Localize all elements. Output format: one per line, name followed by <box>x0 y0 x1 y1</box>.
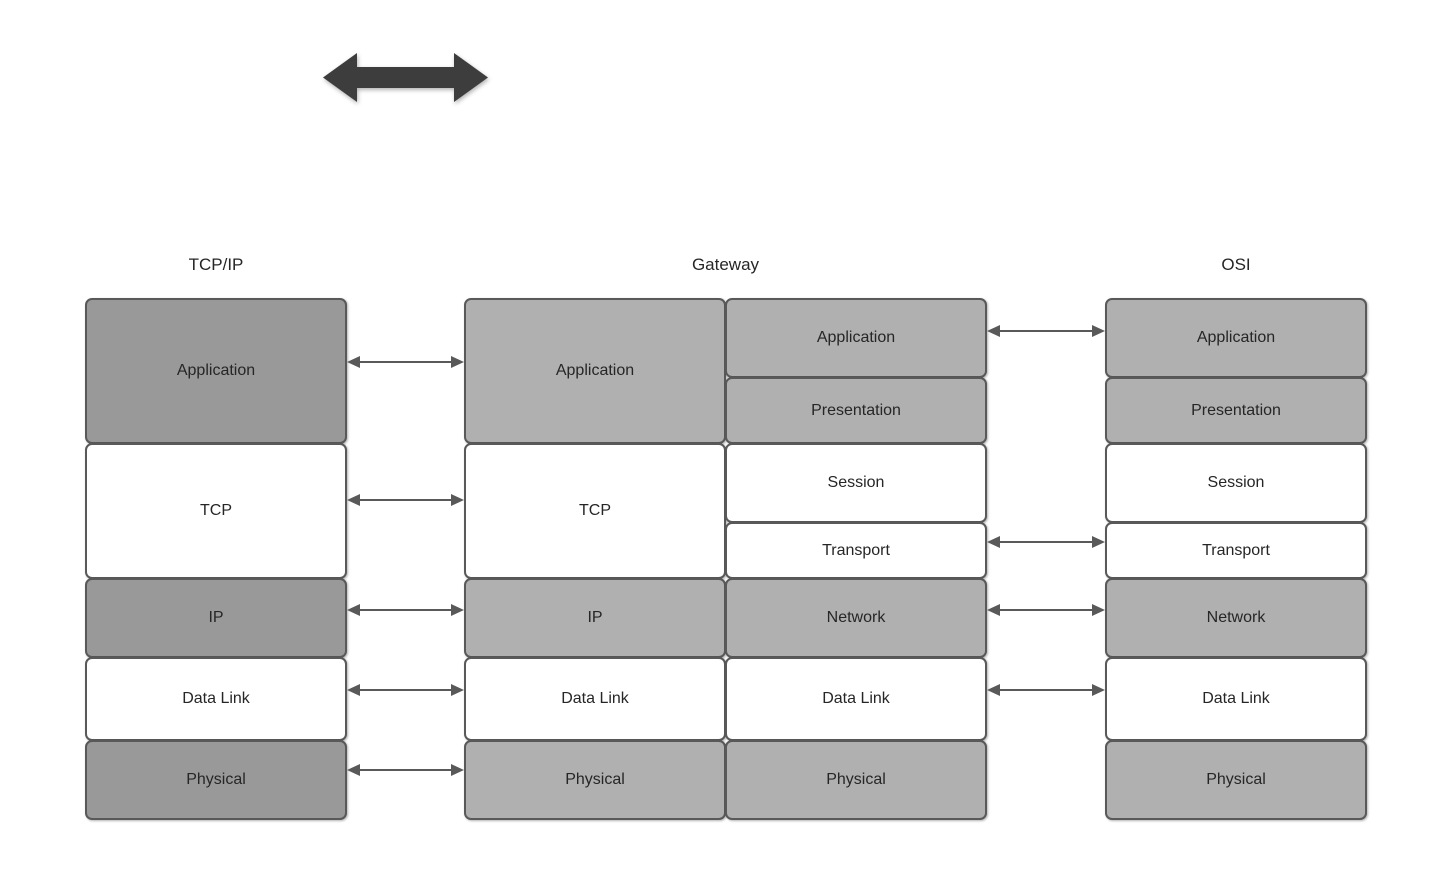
arrow-shaft <box>355 769 456 771</box>
layer-box-osi-application[interactable]: Application <box>1105 298 1367 378</box>
layer-label: Transport <box>822 541 890 559</box>
layer-label: Data Link <box>561 690 629 707</box>
layer-box-gateway-left-physical[interactable]: Physical <box>464 740 726 820</box>
arrow-shaft <box>355 609 456 611</box>
layer-label: TCP <box>579 502 611 519</box>
layer-box-osi-transport[interactable]: Transport <box>1105 522 1367 579</box>
layer-box-gateway-left-ip[interactable]: IP <box>464 578 726 658</box>
layer-box-gateway-right-network[interactable]: Network <box>725 578 987 658</box>
layer-box-osi-network[interactable]: Network <box>1105 578 1367 658</box>
layer-label: Physical <box>826 771 886 788</box>
layer-box-gateway-right-presentation[interactable]: Presentation <box>725 377 987 444</box>
arrow-shaft <box>995 541 1097 543</box>
layer-label: TCP <box>200 502 232 519</box>
connector-tcpip-gateway-ip <box>347 602 464 618</box>
arrow-head-right-icon <box>1092 684 1105 696</box>
arrow-head-right-icon <box>451 494 464 506</box>
connector-gateway-osi-transport <box>987 534 1105 550</box>
layer-label: IP <box>208 609 224 626</box>
arrow-head-right-icon <box>451 684 464 696</box>
column-title-tcpip: TCP/IP <box>188 255 244 274</box>
layer-label: Transport <box>1202 541 1270 559</box>
layer-box-tcpip-ip[interactable]: IP <box>85 578 347 658</box>
layer-label: Session <box>1207 474 1265 491</box>
connector-tcpip-gateway-physical <box>347 762 464 778</box>
layer-label: Application <box>176 362 256 379</box>
layer-box-tcpip-data-link[interactable]: Data Link <box>85 657 347 741</box>
layer-box-gateway-left-data-link[interactable]: Data Link <box>464 657 726 741</box>
layer-label: Data Link <box>822 690 890 707</box>
layer-label: Application <box>1196 329 1276 346</box>
arrow-head-left-icon <box>987 604 1000 616</box>
layer-label: Network <box>826 609 886 626</box>
layer-box-gateway-right-transport[interactable]: Transport <box>725 522 987 579</box>
arrow-head-left-icon <box>347 604 360 616</box>
arrow-head-left-icon <box>347 684 360 696</box>
arrow-head-right-icon <box>451 764 464 776</box>
layer-box-tcpip-physical[interactable]: Physical <box>85 740 347 820</box>
arrow-head-right-icon <box>1092 325 1105 337</box>
arrow-head-left-icon <box>987 684 1000 696</box>
layer-box-osi-physical[interactable]: Physical <box>1105 740 1367 820</box>
connector-gateway-osi-application <box>987 323 1105 339</box>
layer-label: Data Link <box>1202 690 1270 707</box>
layer-label: Physical <box>1206 771 1266 788</box>
connector-tcpip-gateway-tcp <box>347 492 464 508</box>
bidirectional-block-arrow-icon <box>323 53 488 102</box>
arrow-head-left-icon <box>987 325 1000 337</box>
column-title-gateway-left: Gateway <box>691 255 760 274</box>
arrow-shaft <box>355 499 456 501</box>
arrow-head-right-icon <box>1092 604 1105 616</box>
layer-label: Application <box>816 329 896 346</box>
column-title-osi: OSI <box>1221 255 1251 274</box>
arrow-head-left-icon <box>987 536 1000 548</box>
layer-label: Presentation <box>811 401 901 419</box>
layer-label: Application <box>555 362 635 379</box>
layer-box-osi-data-link[interactable]: Data Link <box>1105 657 1367 741</box>
connector-gateway-osi-datalink <box>987 682 1105 698</box>
arrow-head-left-icon <box>347 494 360 506</box>
layer-label: Physical <box>186 771 246 788</box>
connector-tcpip-gateway-datalink <box>347 682 464 698</box>
layer-label: Session <box>827 474 885 491</box>
arrow-head-right-icon <box>1092 536 1105 548</box>
layer-box-gateway-right-physical[interactable]: Physical <box>725 740 987 820</box>
layer-box-gateway-right-session[interactable]: Session <box>725 443 987 523</box>
arrow-shaft <box>995 609 1097 611</box>
arrow-shaft <box>995 689 1097 691</box>
arrow-shaft <box>355 361 456 363</box>
connector-gateway-osi-network <box>987 602 1105 618</box>
layer-label: Network <box>1206 609 1266 626</box>
arrow-head-left-icon <box>347 764 360 776</box>
layer-label: Presentation <box>1191 401 1281 419</box>
arrow-head-right-icon <box>451 356 464 368</box>
connector-tcpip-gateway-application <box>347 354 464 370</box>
layer-label: IP <box>587 609 603 626</box>
layer-box-tcpip-application[interactable]: Application <box>85 298 347 444</box>
layer-box-gateway-right-application[interactable]: Application <box>725 298 987 378</box>
layer-box-osi-session[interactable]: Session <box>1105 443 1367 523</box>
arrow-head-left-icon <box>347 356 360 368</box>
arrow-head-right-icon <box>451 604 464 616</box>
layer-label: Data Link <box>182 690 250 707</box>
bidirectional-block-arrow <box>323 50 488 110</box>
layer-label: Physical <box>565 771 625 788</box>
layer-box-tcpip-tcp[interactable]: TCP <box>85 443 347 579</box>
arrow-shaft <box>995 330 1097 332</box>
layer-box-osi-presentation[interactable]: Presentation <box>1105 377 1367 444</box>
layer-box-gateway-right-data-link[interactable]: Data Link <box>725 657 987 741</box>
layer-box-gateway-left-tcp[interactable]: TCP <box>464 443 726 579</box>
layer-box-gateway-left-application[interactable]: Application <box>464 298 726 444</box>
arrow-shaft <box>355 689 456 691</box>
